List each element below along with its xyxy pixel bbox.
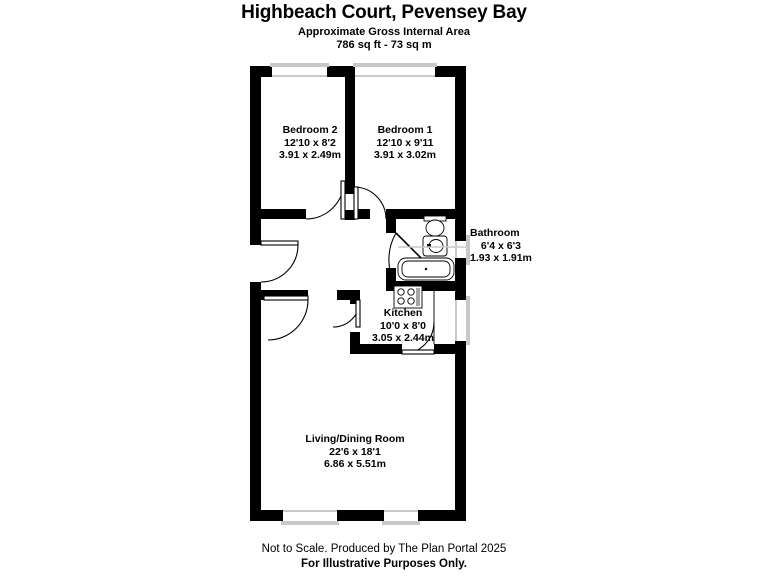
room-dim-metric: 3.91 x 2.49m bbox=[279, 149, 341, 162]
door-group bbox=[260, 180, 435, 355]
room-dim-imperial: 12'10 x 8'2 bbox=[284, 136, 336, 149]
wall-top-middle-pier bbox=[327, 66, 355, 77]
door-entrance bbox=[260, 240, 299, 283]
room-name: Living/Dining Room bbox=[305, 433, 405, 445]
plan-footer: Not to Scale. Produced by The Plan Porta… bbox=[0, 542, 768, 572]
door-bedroom2 bbox=[305, 180, 346, 220]
door-hall-to-kitchen bbox=[332, 299, 361, 328]
room-name: Bathroom bbox=[470, 227, 520, 239]
wall-bathroom-bottom bbox=[386, 281, 466, 291]
room-dim-imperial: 10'0 x 8'0 bbox=[380, 319, 426, 332]
wall-left-lower bbox=[250, 282, 261, 521]
wall-kitchen-bottom-right bbox=[434, 344, 466, 354]
wall-between-bedrooms bbox=[345, 66, 355, 194]
wall-kitchen-left bbox=[350, 290, 360, 304]
window-bathroom-right bbox=[455, 235, 470, 265]
footer-disclaimer: For Illustrative Purposes Only. bbox=[301, 558, 467, 570]
wall-right-upper bbox=[455, 66, 466, 241]
room-name: Kitchen bbox=[383, 307, 423, 319]
kitchen-hob-fixture bbox=[393, 285, 423, 309]
room-dim-metric: 6.86 x 5.51m bbox=[324, 458, 386, 471]
wall-bottom-right-stub bbox=[418, 510, 466, 521]
room-label-kitchen: Kitchen 10'0 x 8'0 3.05 x 2.44m bbox=[372, 307, 434, 345]
wall-kitchen-bottom-left bbox=[350, 344, 402, 354]
wall-left-middle bbox=[250, 219, 261, 245]
wall-between-bedrooms-lower bbox=[345, 210, 355, 220]
room-label-bathroom: Bathroom 6'4 x 6'3 1.93 x 1.91m bbox=[470, 227, 532, 265]
room-dim-metric: 3.05 x 2.44m bbox=[372, 332, 434, 345]
wall-bedroom1-bottom-right bbox=[386, 209, 455, 219]
window-living-bottom-right bbox=[382, 510, 420, 525]
room-dim-imperial: 6'4 x 6'3 bbox=[480, 239, 521, 252]
wall-living-top-middle bbox=[337, 290, 360, 300]
wall-kitchen-left-lower bbox=[350, 332, 360, 354]
window-bedroom2-top bbox=[270, 63, 329, 77]
window-kitchen-right bbox=[455, 296, 470, 345]
wall-right-bathroom-lower bbox=[455, 258, 466, 300]
door-bedroom1 bbox=[353, 186, 387, 220]
door-living bbox=[263, 295, 309, 341]
wall-bottom-middle-pier bbox=[337, 510, 384, 521]
wash-basin-fixture bbox=[422, 235, 448, 257]
door-kitchen-to-living bbox=[401, 321, 435, 355]
wall-bottom-left-stub bbox=[250, 510, 283, 521]
wall-bedroom1-bottom-left bbox=[355, 209, 370, 219]
room-dim-imperial: 22'6 x 18'1 bbox=[329, 445, 381, 458]
room-name: Bedroom 1 bbox=[377, 124, 433, 136]
room-dim-metric: 1.93 x 1.91m bbox=[470, 252, 532, 265]
wall-right-kitchen-lower bbox=[455, 341, 466, 521]
area-value: 786 sq ft - 73 sq m bbox=[336, 39, 432, 51]
area-subtitle: Approximate Gross Internal Area bbox=[298, 26, 470, 38]
bathtub-fixture bbox=[397, 257, 455, 281]
footer-attribution: Not to Scale. Produced by The Plan Porta… bbox=[261, 543, 507, 555]
bathroom-fixtures bbox=[397, 215, 455, 281]
window-group bbox=[270, 63, 470, 525]
room-label-bedroom-2: Bedroom 2 12'10 x 8'2 3.91 x 2.49m bbox=[279, 124, 341, 162]
kitchen-fixtures bbox=[393, 285, 435, 344]
wall-group bbox=[250, 66, 466, 521]
room-label-bedroom-1: Bedroom 1 12'10 x 9'11 3.91 x 3.02m bbox=[374, 124, 436, 162]
page-title: Highbeach Court, Pevensey Bay bbox=[241, 2, 527, 23]
room-label-living-dining-room: Living/Dining Room 22'6 x 18'1 6.86 x 5.… bbox=[305, 433, 404, 471]
window-bedroom1-top bbox=[353, 63, 437, 77]
room-dim-imperial: 12'10 x 9'11 bbox=[376, 136, 434, 149]
room-name: Bedroom 2 bbox=[282, 124, 338, 136]
wall-top-right-stub bbox=[435, 66, 466, 77]
window-living-bottom-left bbox=[281, 510, 339, 525]
wall-bedroom2-bottom bbox=[250, 209, 306, 219]
wall-living-top-left bbox=[250, 290, 308, 300]
room-dim-metric: 3.91 x 3.02m bbox=[374, 149, 436, 162]
wall-bathroom-left bbox=[386, 209, 396, 233]
wall-bathroom-left-lower bbox=[386, 268, 396, 290]
plan-header: Highbeach Court, Pevensey Bay Approximat… bbox=[0, 0, 768, 52]
wall-left-upper bbox=[250, 66, 261, 219]
